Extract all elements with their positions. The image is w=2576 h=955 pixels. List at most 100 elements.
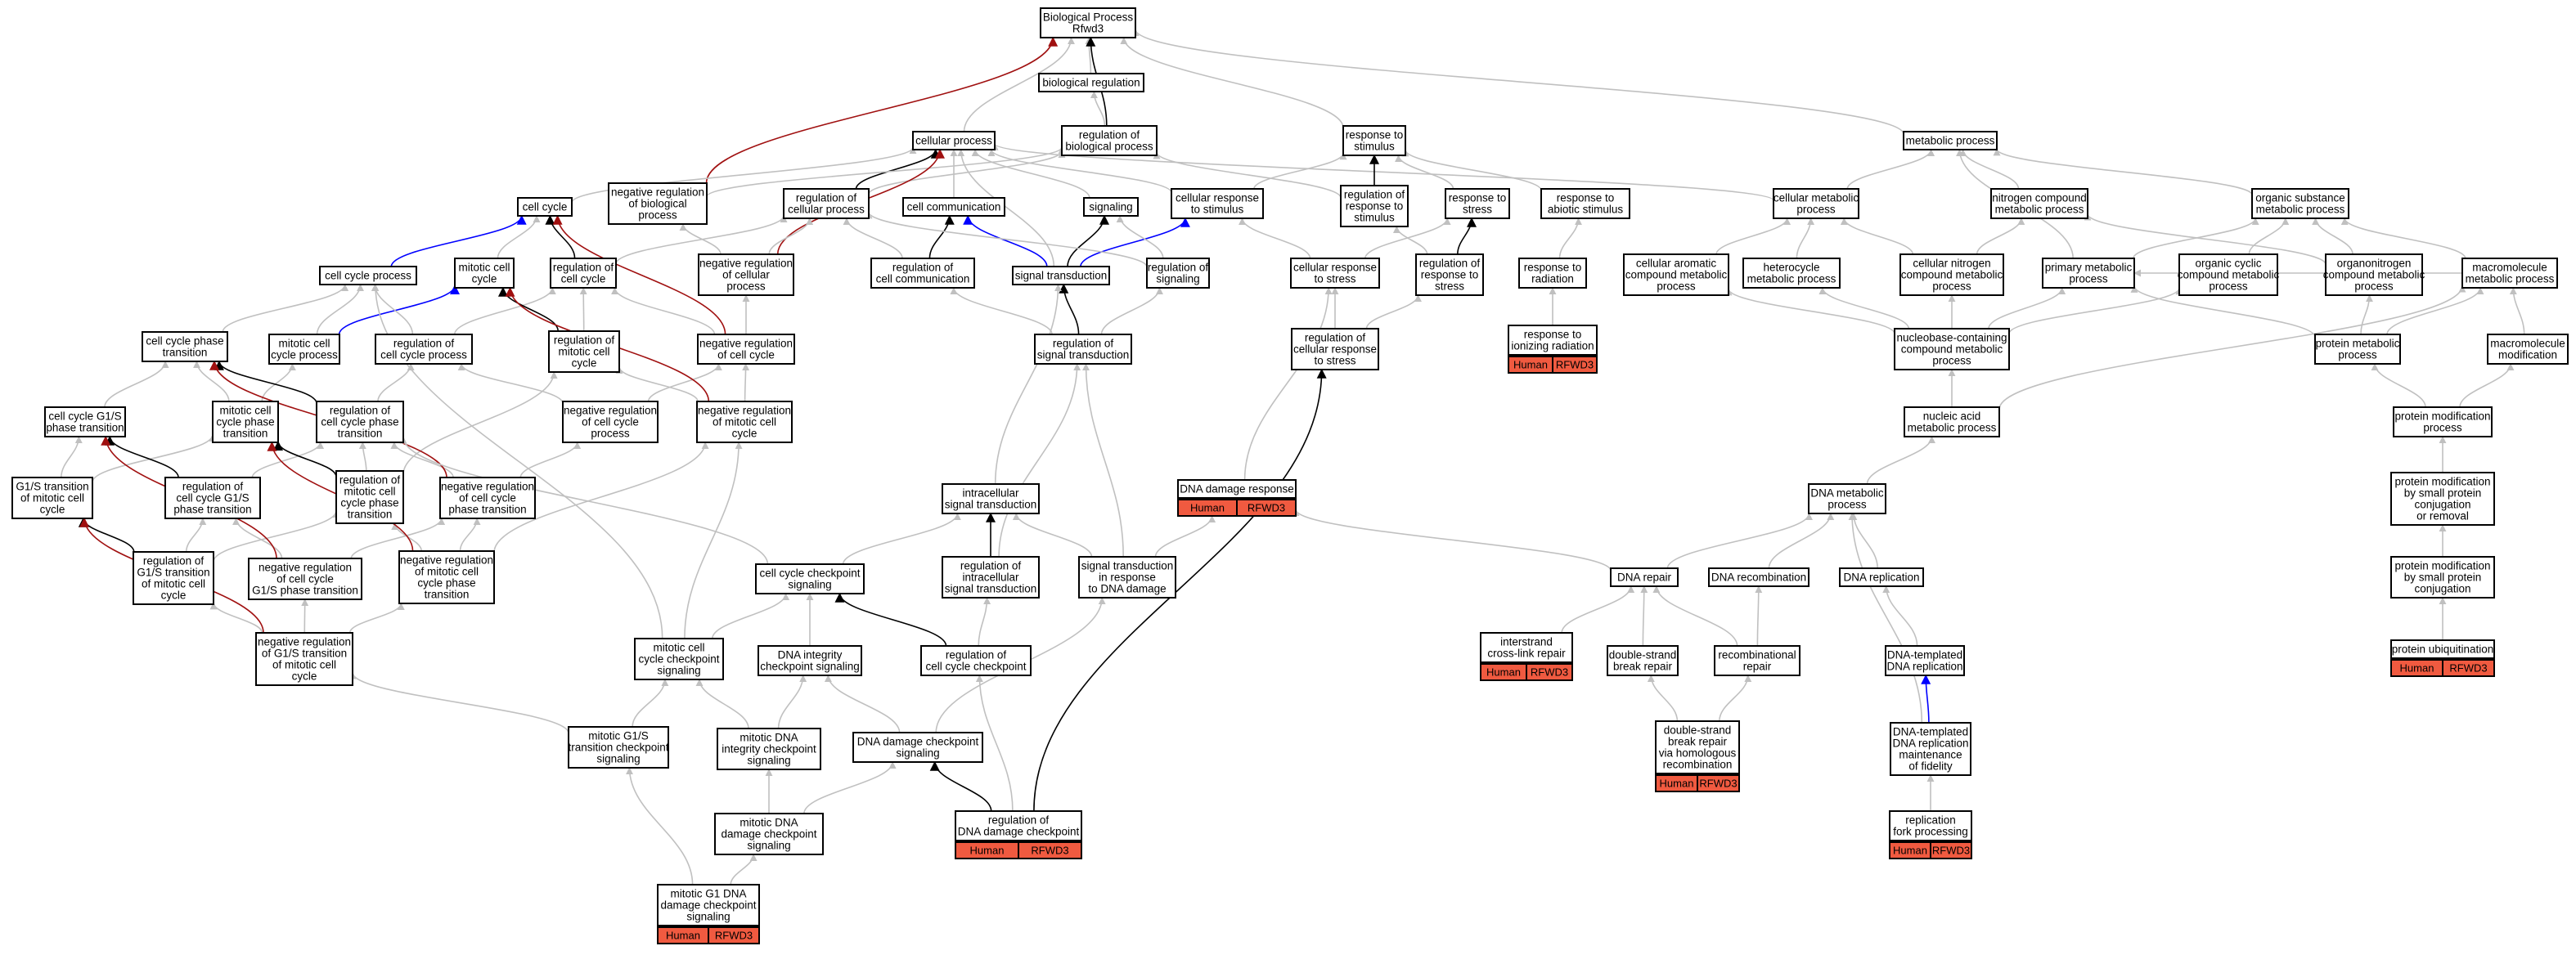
- node-label-line: regulation of: [143, 555, 205, 567]
- node-label-line: negative regulation: [698, 405, 791, 417]
- edge-cacmp-to-cmp: [1715, 217, 1792, 255]
- node-cp[interactable]: cellular process: [912, 131, 996, 150]
- node-label-line: of mitotic cell: [713, 416, 776, 428]
- node-label-line: phase transition: [173, 504, 251, 516]
- node-label-line: DNA replication: [1892, 738, 1968, 750]
- node-cc[interactable]: cell cycle: [517, 197, 573, 217]
- node-drec[interactable]: DNA recombination: [1708, 567, 1809, 587]
- node-drepl[interactable]: DNA replication: [1839, 567, 1924, 587]
- node-mp[interactable]: metabolic process: [1903, 131, 1998, 150]
- node-drep[interactable]: DNA repair: [1610, 567, 1679, 587]
- node-sig[interactable]: signaling: [1083, 197, 1139, 217]
- node-box: [2487, 334, 2569, 365]
- node-ccp[interactable]: cell cycle process: [319, 266, 417, 285]
- node-ccomm[interactable]: cell communication: [902, 197, 1005, 217]
- edge-oncmp-to-osmp: [2312, 217, 2353, 255]
- edge-regmcc-to-mcc: [497, 286, 559, 332]
- node-label-line: negative regulation: [258, 562, 352, 574]
- node-st[interactable]: signal transduction: [1012, 266, 1110, 285]
- node-breg[interactable]: biological regulation: [1038, 73, 1144, 92]
